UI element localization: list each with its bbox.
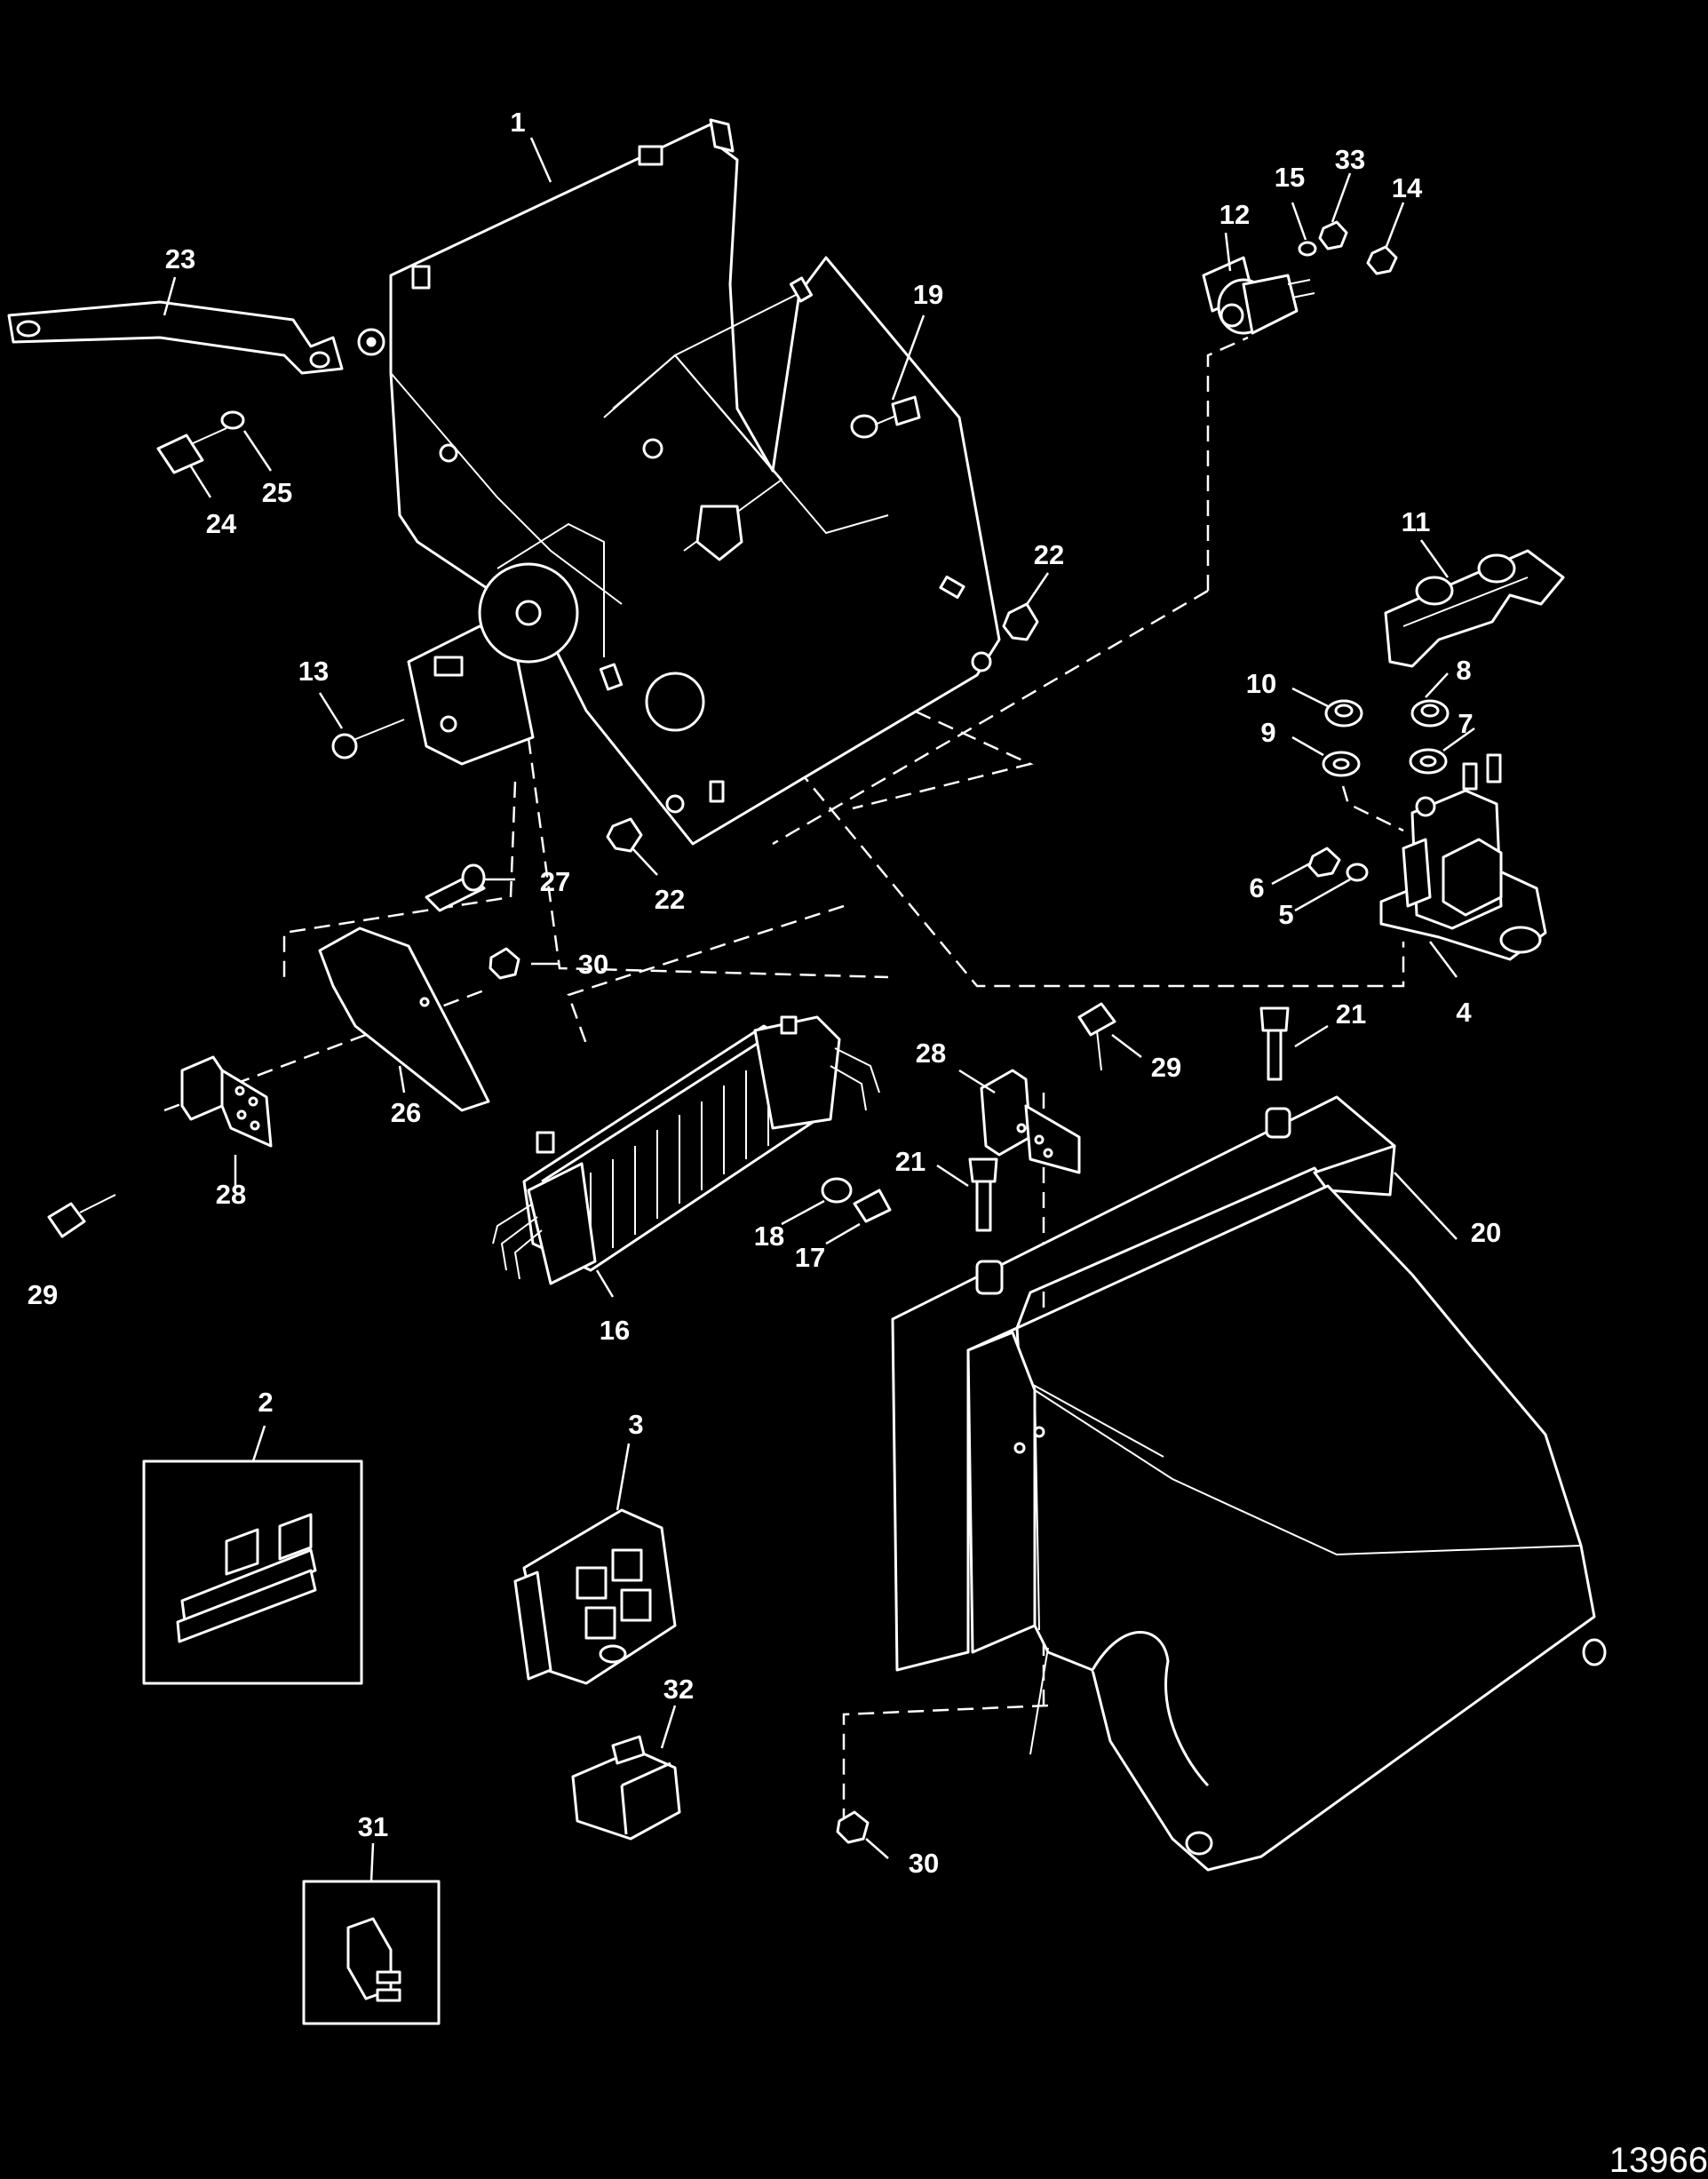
decal-set-part-2 <box>142 1459 363 1685</box>
callout-label: 1 <box>510 107 525 138</box>
callout-label: 32 <box>663 1674 694 1705</box>
callout-label: 24 <box>206 508 237 539</box>
callout-label: 25 <box>262 477 292 508</box>
figure-id: 13966 <box>1609 2141 1708 2179</box>
callout-leader-lines <box>163 137 1475 1882</box>
nut-part-22-lower <box>606 817 643 853</box>
washer-part-9 <box>1322 751 1361 777</box>
callout-label: 23 <box>165 243 195 274</box>
washer-part-5 <box>1346 863 1369 882</box>
callout-label: 22 <box>1034 539 1064 570</box>
washer-part-18 <box>821 1177 853 1204</box>
control-module-part-16 <box>492 1015 880 1285</box>
fuse-block-part-3 <box>513 1508 677 1685</box>
mounting-bracket-part-1 <box>389 118 1001 846</box>
callout-label: 21 <box>895 1146 925 1177</box>
callout-label: 9 <box>1260 717 1275 748</box>
nut-part-8 <box>1410 699 1450 728</box>
callout-label: 10 <box>1246 668 1276 699</box>
bracket-part-28-left <box>180 1055 273 1148</box>
callout-label: 21 <box>1336 998 1366 1030</box>
callout-label: 19 <box>913 279 943 310</box>
callout-label: 16 <box>600 1315 630 1346</box>
callout-label: 30 <box>578 949 608 980</box>
nut-part-10 <box>1324 699 1363 728</box>
callout-label: 20 <box>1471 1217 1501 1248</box>
washer-part-7 <box>1409 748 1448 775</box>
callout-label: 27 <box>540 866 570 897</box>
solenoid-part-4 <box>1379 753 1547 961</box>
callout-label: 2 <box>258 1387 273 1418</box>
switch-part-12 <box>1202 256 1315 335</box>
screw-part-29-left <box>47 1194 116 1238</box>
cover-part-20 <box>891 1095 1607 1872</box>
fuse-part-31 <box>302 1880 441 2025</box>
nut-part-30-lower <box>836 1810 870 1844</box>
callout-label: 17 <box>795 1242 825 1273</box>
callout-label: 18 <box>754 1221 784 1252</box>
callout-label: 13 <box>298 656 329 687</box>
callout-labels: 1 23 12 15 33 14 19 24 25 22 11 13 10 8 … <box>28 107 1501 1879</box>
bolt-part-21-left <box>968 1157 998 1232</box>
callout-label: 12 <box>1219 199 1250 230</box>
screw-part-27 <box>425 863 486 912</box>
callout-label: 28 <box>216 1179 246 1210</box>
screw-part-29-right <box>1077 1002 1116 1071</box>
washer-part-25 <box>220 410 245 430</box>
nut-part-19 <box>850 395 921 439</box>
callout-label: 29 <box>1151 1052 1181 1083</box>
callout-label: 8 <box>1456 655 1471 686</box>
callout-label: 15 <box>1275 162 1305 193</box>
callout-label: 29 <box>28 1279 58 1310</box>
relay-part-32 <box>571 1735 681 1841</box>
callout-label: 11 <box>1402 506 1431 537</box>
callout-label: 30 <box>909 1848 939 1879</box>
callout-label: 26 <box>391 1097 421 1128</box>
screw-part-13 <box>331 719 405 759</box>
washer-part-15 <box>1298 241 1317 257</box>
terminal-cover-part-11 <box>1384 549 1565 668</box>
bolt-part-24 <box>156 427 227 474</box>
bracket-part-28-right <box>980 1069 1081 1174</box>
bolt-part-21-right <box>1259 1006 1290 1081</box>
plate-part-26 <box>318 926 490 1112</box>
screw-part-17 <box>853 1189 892 1223</box>
nut-part-14 <box>1366 245 1398 275</box>
callout-label: 6 <box>1249 872 1264 903</box>
nut-part-22-upper <box>1002 602 1039 641</box>
nut-part-30-upper <box>489 947 520 980</box>
callout-label: 3 <box>628 1409 643 1440</box>
callout-label: 31 <box>358 1811 388 1842</box>
callout-label: 33 <box>1335 144 1365 175</box>
nut-part-33 <box>1318 220 1348 251</box>
callout-label: 5 <box>1278 899 1293 930</box>
callout-label: 7 <box>1458 708 1473 739</box>
nut-part-6 <box>1307 847 1341 878</box>
callout-label: 4 <box>1456 997 1472 1028</box>
callout-label: 28 <box>916 1038 946 1069</box>
lever-arm-part-23 <box>7 300 385 375</box>
callout-label: 22 <box>655 884 685 915</box>
callout-label: 14 <box>1392 172 1423 203</box>
